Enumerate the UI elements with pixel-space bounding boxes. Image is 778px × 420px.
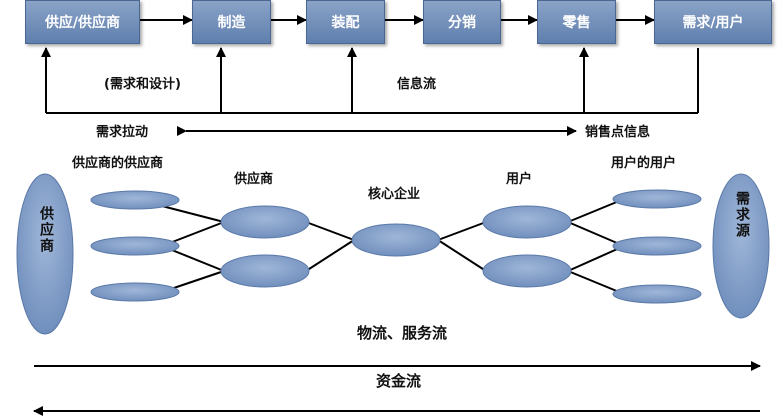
chain-box-retail: 零售 [537, 0, 616, 44]
demand-source-node [712, 173, 770, 319]
info-flow-label: 信息流 [397, 77, 437, 92]
supplier-node-1 [220, 205, 310, 239]
user-of-user-label: 用户的用户 [611, 156, 677, 171]
left-source-label: 供应商 [38, 206, 54, 254]
core-enterprise-label: 核心企业 [368, 187, 421, 202]
capital-flow-label: 资金流 [376, 372, 422, 390]
tier2-supplier-node-1 [90, 190, 180, 210]
tier2-supplier-node-2 [90, 236, 180, 256]
chain-box-assembly: 装配 [306, 0, 385, 44]
supplier-of-supplier-label: 供应商的供应商 [72, 156, 164, 171]
user-node-2 [482, 254, 572, 288]
end-user-node-2 [612, 236, 702, 256]
chain-box-manufacture: 制造 [192, 0, 271, 44]
chain-box-supply: 供应/供应商 [25, 0, 140, 44]
demand-pull-label: 需求拉动 [96, 125, 149, 140]
material-service-flow-label: 物流、服务流 [357, 324, 448, 342]
chain-box-demand: 需求/用户 [654, 0, 772, 44]
right-source-label: 需求源 [734, 191, 750, 239]
end-user-node-3 [612, 284, 702, 304]
supplier-node-2 [220, 254, 310, 288]
demand-design-label: (需求和设计) [104, 77, 181, 92]
user-node-1 [482, 205, 572, 239]
core-enterprise-node [351, 223, 441, 257]
tier2-supplier-node-3 [90, 282, 180, 302]
supplier-label: 供应商 [234, 172, 274, 187]
network-links [161, 198, 625, 295]
pos-info-label: 销售点信息 [585, 125, 651, 140]
left-source-node [16, 173, 74, 335]
end-user-node-1 [612, 189, 702, 209]
user-label: 用户 [506, 172, 533, 187]
chain-box-distribution: 分销 [423, 0, 501, 44]
